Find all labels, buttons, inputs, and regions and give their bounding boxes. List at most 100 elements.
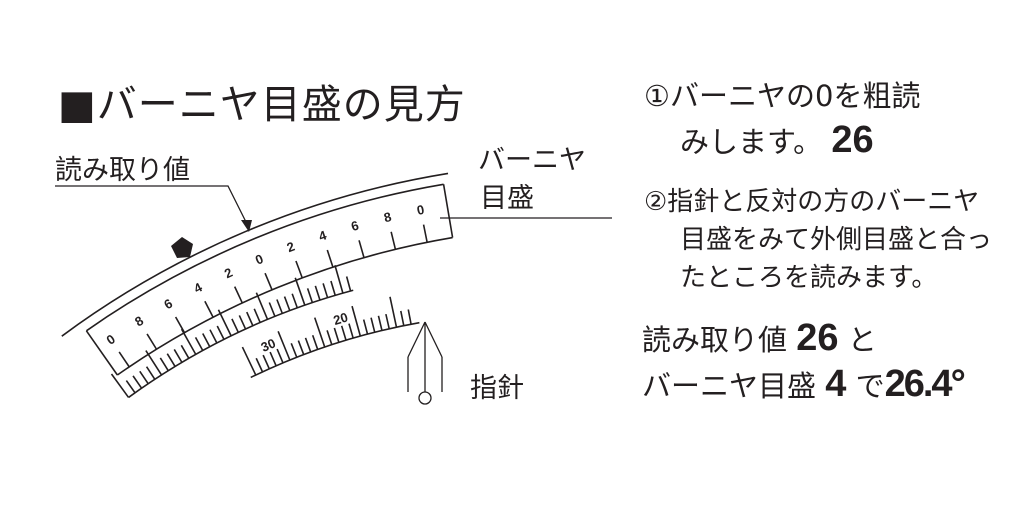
result-final: 26.4° (884, 363, 966, 405)
result-line1: 読み取り値 26 と (642, 317, 877, 359)
result-mid2: で (855, 369, 885, 403)
main-scale-tick-lower (255, 357, 264, 373)
step2-line3: たところを読みます。 (680, 263, 938, 293)
main-scale-tick (345, 276, 352, 292)
step1-line2: みします。 26 (680, 119, 874, 161)
result-line2: バーニヤ目盛 4 で26.4° (642, 363, 966, 405)
step1-value: 26 (831, 119, 874, 161)
vernier-tick-label: 0 (253, 251, 265, 268)
main-scale-tick-lower (377, 315, 383, 331)
main-scale-tick-lower (333, 327, 340, 343)
vernier-tick-label: 8 (382, 209, 393, 225)
main-scale-tick (246, 311, 254, 327)
main-scale-tick-lower (311, 335, 319, 350)
step1-line1: ①バーニヤの0を粗読 (644, 79, 921, 113)
result-text2: バーニヤ目盛 (642, 369, 817, 403)
main-scale-tick-lower (326, 330, 333, 345)
main-scale-tick-lower (407, 309, 412, 325)
vernier-tick (326, 249, 334, 268)
main-scale-tick-lower (297, 340, 305, 355)
vernier-tick (233, 286, 244, 304)
main-scale-tick-lower (269, 351, 277, 367)
vernier-tick-label: 8 (132, 313, 146, 330)
main-scale-label: 30 (259, 335, 278, 355)
main-scale-tick-lower (304, 337, 312, 353)
main-scale-tick (283, 296, 291, 311)
arrow-head-icon (241, 220, 252, 232)
vernier-label-line1: バーニヤ (478, 145, 586, 176)
vernier-inner-edge (116, 236, 453, 376)
main-scale-tick (216, 325, 225, 340)
main-scale-tick (306, 288, 314, 303)
reading-value-label: 読み取り値 (55, 155, 190, 186)
reading-leader-line (55, 185, 247, 223)
main-scale-tick (231, 318, 240, 333)
main-scale-tick (110, 373, 130, 398)
vernier-tick (146, 333, 158, 350)
page-title: ■バーニヤ目盛の見方 (58, 82, 466, 128)
main-scale-tick (291, 293, 299, 309)
main-scale-tick-lower (276, 348, 284, 364)
main-scale-tick-lower (241, 346, 257, 376)
vernier-tick (204, 300, 214, 318)
main-scale-tick-lower (351, 305, 362, 337)
pointer-needle-icon (407, 321, 443, 405)
main-scale-tick (145, 350, 163, 376)
step2-line2: 目盛をみて外側目盛と合っ (680, 225, 993, 255)
main-scale-tick (314, 285, 321, 301)
main-scale-tick (217, 309, 232, 337)
step1-text: みします。 (680, 125, 823, 159)
vernier-tick (264, 272, 273, 291)
vernier-tick-label: 6 (349, 218, 360, 234)
vernier-tick-label: 4 (191, 279, 205, 296)
main-scale-tick (238, 315, 247, 330)
main-scale-tick-lower (290, 342, 298, 358)
main-scale-tick-lower (262, 354, 271, 370)
main-scale-tick-lower (370, 317, 376, 333)
main-scale-tick (322, 283, 329, 298)
vernier-outer-edge (85, 183, 444, 332)
vernier-end-left (85, 330, 119, 376)
main-scale-label: 20 (332, 309, 350, 328)
vernier-end-right (442, 184, 454, 238)
vernier-tick-label: 0 (416, 202, 426, 218)
main-scale-tick (255, 292, 269, 320)
main-scale-tick (202, 333, 211, 348)
main-scale-tick (268, 302, 276, 317)
main-scale-tick (180, 344, 190, 359)
main-scale-tick (125, 380, 136, 394)
main-scale-tick-lower (313, 317, 326, 348)
main-scale-tick (145, 366, 156, 380)
main-scale-tick-lower (277, 330, 291, 361)
main-scale-tick-lower (348, 323, 354, 339)
main-scale-tick-lower (400, 310, 405, 326)
main-scale-tick (139, 370, 149, 385)
main-scale-tick (209, 329, 218, 344)
main-scale-tick (159, 357, 169, 372)
result-text1: 読み取り値 (642, 323, 788, 357)
main-scale-tick (166, 353, 176, 367)
main-scale-tick (132, 375, 143, 389)
result-suffix1: と (847, 323, 877, 357)
outer-dial-arc (61, 172, 449, 337)
vernier-tick-label: 6 (161, 296, 175, 313)
main-scale-tick (334, 265, 344, 294)
main-scale-tick-lower (385, 313, 390, 329)
vernier-tick (422, 224, 428, 243)
main-scale-tick (194, 336, 204, 351)
main-scale-tick (276, 299, 284, 314)
vernier-tick-label: 2 (285, 239, 297, 256)
vernier-label-line2: 目盛 (480, 183, 534, 214)
vernier-tick-label: 4 (317, 227, 329, 244)
main-scale-tick-lower (340, 325, 347, 341)
pointer-label: 指針 (470, 373, 524, 404)
vernier-tick (390, 231, 397, 250)
vernier-tick-label: 2 (222, 265, 235, 282)
index-pentagon-icon (171, 237, 193, 258)
step2-line1: ②指針と反対の方のバーニヤ (644, 187, 980, 217)
result-value1: 26 (796, 317, 839, 359)
result-value2: 4 (825, 363, 847, 405)
main-scale-arc-lower (250, 321, 420, 379)
main-scale-tick (173, 349, 183, 363)
